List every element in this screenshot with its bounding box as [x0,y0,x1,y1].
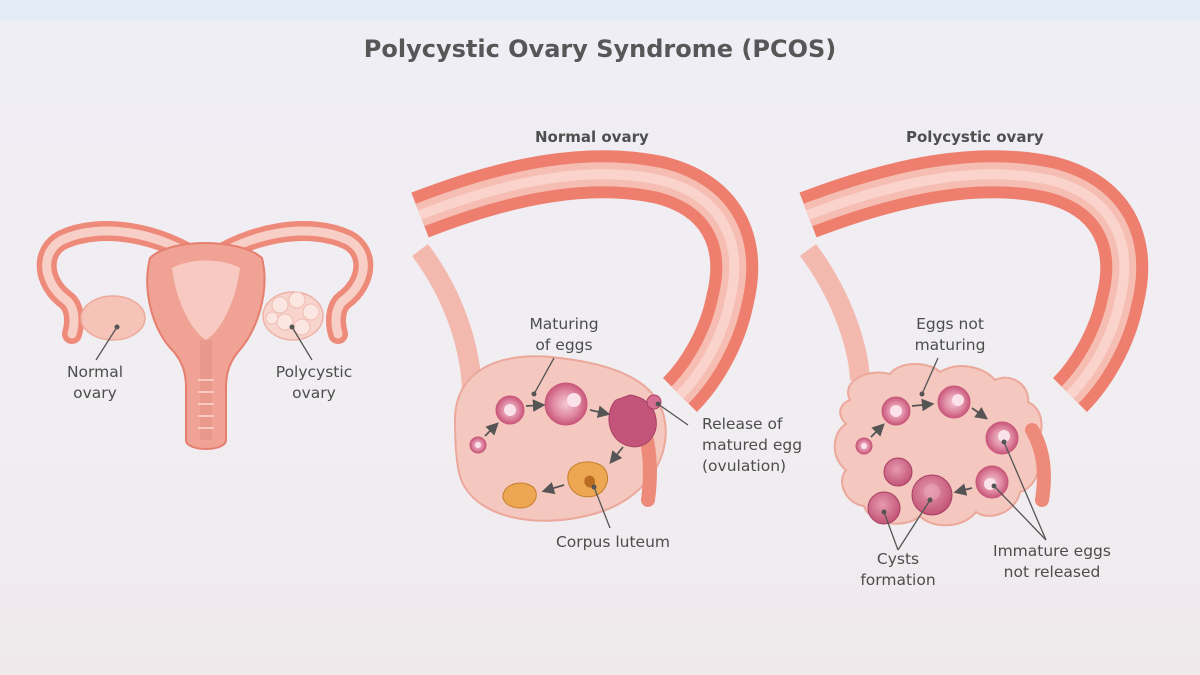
polycystic-ovary-title: Polycystic ovary [906,128,1044,146]
label-release-of-egg: Release of matured egg (ovulation) [702,415,803,475]
label-immature-eggs: Immature eggs not released [993,542,1111,581]
uterus-normal-ovary [80,295,146,341]
page-title: Polycystic Ovary Syndrome (PCOS) [363,35,837,63]
polycystic-ovary-diagram [799,150,1149,551]
normal-ovary-diagram [411,150,759,529]
uterus-diagram [36,221,374,450]
label-eggs-not-maturing: Eggs not maturing [914,315,986,354]
label-maturing-of-eggs: Maturing of eggs [529,315,599,354]
label-polycystic-ovary: Polycystic ovary [275,363,353,402]
label-corpus-luteum: Corpus luteum [555,533,670,551]
normal-ovary-title: Normal ovary [535,128,649,146]
label-normal-ovary: Normal ovary [66,363,124,402]
label-cysts-formation: Cysts formation [860,550,936,589]
uterus-polycystic-ovary [262,291,324,341]
